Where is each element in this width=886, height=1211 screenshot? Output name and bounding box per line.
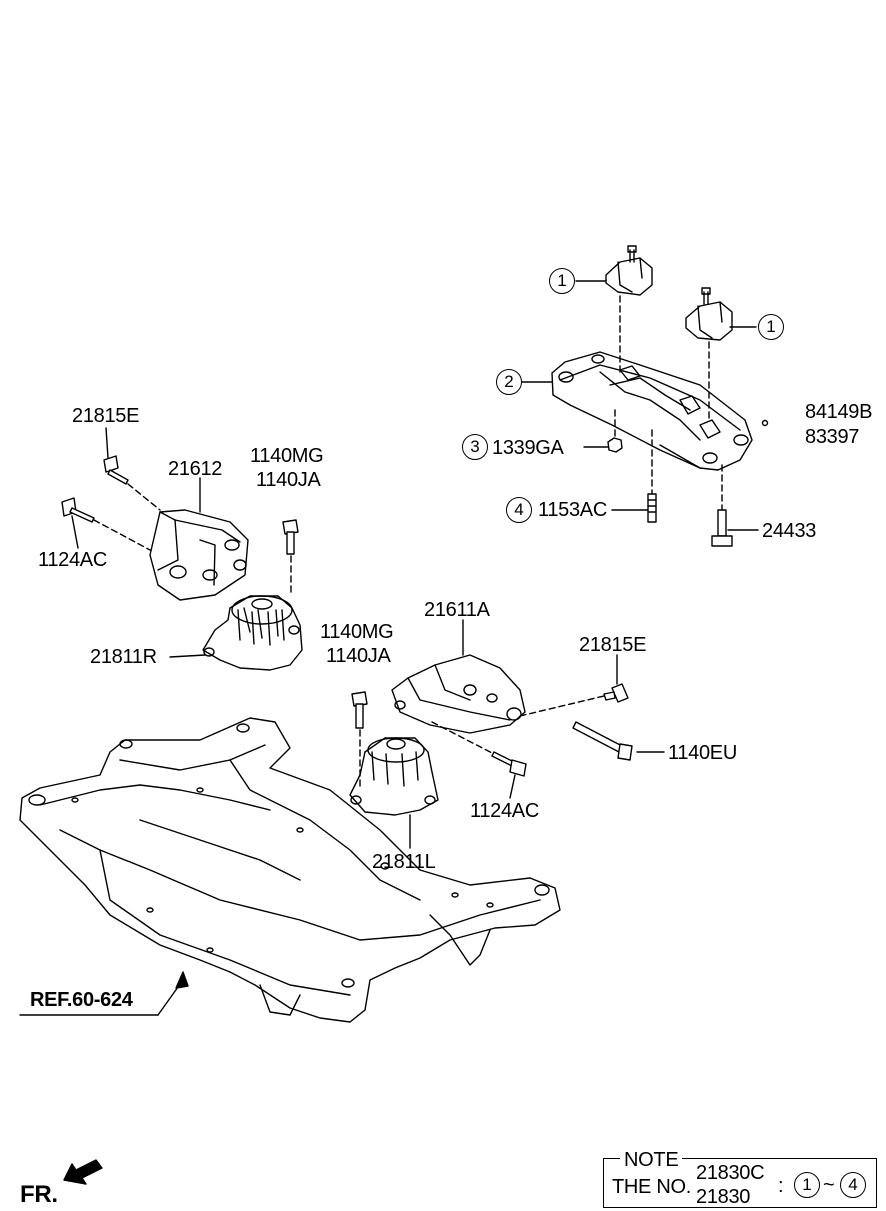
assembly-lines-right-mount	[93, 483, 292, 597]
transmission-support-bracket	[551, 351, 753, 471]
transmission-mount-insulator-upper	[605, 245, 653, 296]
bolt-1124ac-left	[61, 497, 95, 523]
engine-mount-insulator-21811r	[202, 595, 303, 671]
assembly-lines-left-mount	[359, 695, 605, 791]
nut-1339ga	[607, 437, 623, 453]
label-1140mg-upper: 1140MG	[250, 445, 324, 467]
bolt-1140mg-right	[351, 691, 368, 729]
callout-4: 4	[506, 497, 532, 523]
ref-leader	[19, 971, 189, 1016]
bolt-1140eu	[572, 721, 633, 761]
callout-2: 2	[496, 369, 522, 395]
callout-3: 3	[462, 434, 488, 460]
label-24433: 24433	[762, 520, 817, 542]
label-21815e-upper: 21815E	[72, 405, 140, 427]
label-1124ac-right: 1124AC	[470, 800, 539, 822]
note-code-21830c: 21830C	[696, 1162, 765, 1184]
label-21612: 21612	[168, 458, 223, 480]
bolt-21815e-right	[603, 683, 629, 703]
label-21611a: 21611A	[424, 599, 490, 621]
label-21811r: 21811R	[90, 646, 157, 668]
bolt-24433	[711, 509, 733, 547]
label-1339ga: 1339GA	[492, 437, 564, 459]
label-1153ac: 1153AC	[538, 499, 607, 521]
stud-1153ac	[647, 493, 657, 523]
subframe	[19, 717, 561, 1023]
bolt-1124ac-right	[491, 751, 527, 777]
note-callout-4: 4	[840, 1172, 866, 1198]
note-title: NOTE	[620, 1150, 683, 1170]
front-label: FR.	[20, 1181, 58, 1208]
plug-84149b	[761, 419, 769, 427]
leader-lines	[71, 280, 759, 849]
ref-label: REF.60-624	[30, 989, 133, 1011]
label-84149b: 84149B	[805, 401, 873, 423]
note-colon: :	[778, 1175, 784, 1197]
note-the-no: THE NO.	[612, 1176, 692, 1198]
note-callout-1: 1	[794, 1172, 820, 1198]
bolt-1140mg-left	[282, 519, 299, 555]
label-21811l: 21811L	[372, 851, 436, 873]
note-tilde: ~	[823, 1174, 835, 1196]
bolt-21815e-top	[103, 455, 129, 485]
label-1140mg-lower: 1140MG	[320, 621, 394, 643]
note-box	[603, 1158, 877, 1208]
label-1124ac-left: 1124AC	[38, 549, 107, 571]
callout-1-upper: 1	[549, 268, 575, 294]
engine-mount-bracket-21611a	[391, 654, 526, 734]
callout-1-lower: 1	[758, 314, 784, 340]
front-direction-arrow	[63, 1159, 103, 1185]
note-code-21830: 21830	[696, 1186, 751, 1208]
label-21815e-right: 21815E	[579, 634, 647, 656]
label-1140eu: 1140EU	[668, 742, 737, 764]
engine-mount-insulator-21811l	[349, 737, 439, 816]
label-1140ja-lower: 1140JA	[326, 645, 391, 667]
transmission-mount-insulator-lower	[685, 287, 733, 341]
assembly-lines-upper	[614, 295, 723, 511]
engine-mount-bracket-21612	[149, 509, 249, 601]
label-83397: 83397	[805, 426, 860, 448]
label-1140ja-upper: 1140JA	[256, 469, 321, 491]
